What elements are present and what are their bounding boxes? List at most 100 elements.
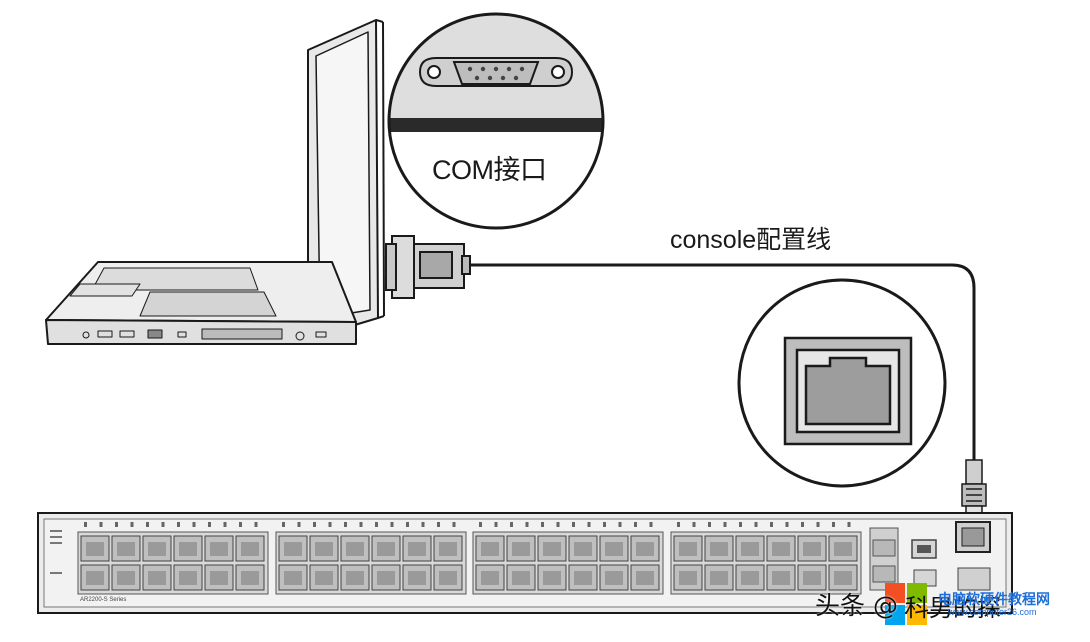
ethernet-port-socket <box>481 542 499 556</box>
port-led-mark <box>437 522 440 527</box>
ethernet-port-socket <box>210 542 228 556</box>
ethernet-port-socket <box>543 542 561 556</box>
ethernet-port-socket <box>834 571 852 585</box>
port-led-mark <box>708 522 711 527</box>
ethernet-port-socket <box>512 571 530 585</box>
db9-connector-icon <box>418 57 574 87</box>
port-led-mark <box>177 522 180 527</box>
ethernet-port <box>309 535 339 562</box>
ethernet-port-socket <box>315 542 333 556</box>
ethernet-port-socket <box>574 571 592 585</box>
port-led-mark <box>146 522 149 527</box>
ethernet-port-socket <box>315 571 333 585</box>
laptop-illustration <box>45 19 385 345</box>
port-led-mark <box>84 522 87 527</box>
ethernet-port-socket <box>605 571 623 585</box>
port-led-mark <box>692 522 696 527</box>
port-led-mark <box>556 522 560 527</box>
ethernet-port-socket <box>117 571 135 585</box>
port-led-mark <box>618 522 622 527</box>
port-led-mark <box>770 522 773 527</box>
ethernet-port-socket <box>408 542 426 556</box>
ethernet-port-socket <box>834 542 852 556</box>
port-led-mark <box>297 522 301 527</box>
ethernet-port-socket <box>574 542 592 556</box>
port-led-mark <box>223 522 227 527</box>
ethernet-port-socket <box>636 571 654 585</box>
port-led-mark <box>452 522 456 527</box>
watermark-source: 头条 @ <box>815 591 898 620</box>
ethernet-port-socket <box>679 571 697 585</box>
ethernet-port-socket <box>377 571 395 585</box>
port-led-mark <box>603 522 606 527</box>
port-led-mark <box>754 522 758 527</box>
rj45-plug <box>961 459 987 517</box>
port-led-mark <box>479 522 482 527</box>
ethernet-port-socket <box>346 571 364 585</box>
port-led-mark <box>192 522 196 527</box>
ethernet-port-socket <box>439 542 457 556</box>
switch-chassis <box>37 512 1013 614</box>
ethernet-port-socket <box>772 542 790 556</box>
port-led-mark <box>832 522 835 527</box>
port-led-mark <box>847 522 851 527</box>
port-led-mark <box>816 522 820 527</box>
port-led-mark <box>359 522 363 527</box>
console-port-icon <box>955 521 991 553</box>
port-led-mark <box>572 522 575 527</box>
port-led-mark <box>99 522 103 527</box>
ethernet-port-socket <box>710 571 728 585</box>
db9-plug <box>385 235 471 299</box>
port-led-mark <box>390 522 394 527</box>
port-led-mark <box>494 522 498 527</box>
ethernet-port-socket <box>636 542 654 556</box>
ethernet-port-socket <box>241 542 259 556</box>
port-led-mark <box>723 522 727 527</box>
port-led-mark <box>634 522 637 527</box>
ethernet-port-socket <box>543 571 561 585</box>
ethernet-port-socket <box>179 542 197 556</box>
port-led-mark <box>541 522 544 527</box>
port-led-mark <box>406 522 409 527</box>
ethernet-port-socket <box>679 542 697 556</box>
ethernet-port-socket <box>741 542 759 556</box>
ethernet-port-socket <box>148 542 166 556</box>
port-led-mark <box>254 522 258 527</box>
rj45-port-icon <box>783 336 913 446</box>
ethernet-port-socket <box>803 571 821 585</box>
switch-series-label: AR2200-S Series <box>80 597 127 603</box>
ethernet-port <box>235 564 265 591</box>
com-port-label: COM接口 <box>432 155 547 185</box>
ethernet-port-socket <box>803 542 821 556</box>
ethernet-port-socket <box>512 542 530 556</box>
port-led-mark <box>785 522 789 527</box>
ethernet-port-socket <box>241 571 259 585</box>
port-led-mark <box>587 522 591 527</box>
ethernet-port-socket <box>772 571 790 585</box>
port-led-mark <box>421 522 425 527</box>
ethernet-port-socket <box>346 542 364 556</box>
ethernet-port-socket <box>284 542 302 556</box>
ethernet-port-socket <box>148 571 166 585</box>
ethernet-port-groups <box>77 522 862 595</box>
port-led-mark <box>375 522 378 527</box>
watermark-author: 科男的探 <box>905 594 1001 622</box>
ethernet-port-socket <box>481 571 499 585</box>
port-led-mark <box>801 522 804 527</box>
ethernet-port <box>111 564 141 591</box>
ethernet-port-socket <box>439 571 457 585</box>
ethernet-port-socket <box>86 571 104 585</box>
watermark-url: www.computer26.com <box>948 607 1037 617</box>
watermark-site: 电脑软硬件教程网 <box>938 591 1050 607</box>
rj45-port-zoom-circle <box>737 278 947 488</box>
com-port-zoom-circle <box>387 12 605 230</box>
port-led-mark <box>130 522 134 527</box>
ethernet-port-socket <box>179 571 197 585</box>
console-cable-label: console配置线 <box>670 226 832 254</box>
console-cable <box>470 263 976 465</box>
ethernet-port-socket <box>117 542 135 556</box>
port-led-mark <box>525 522 529 527</box>
port-led-mark <box>282 522 285 527</box>
ethernet-port-socket <box>741 571 759 585</box>
ethernet-port-socket <box>605 542 623 556</box>
